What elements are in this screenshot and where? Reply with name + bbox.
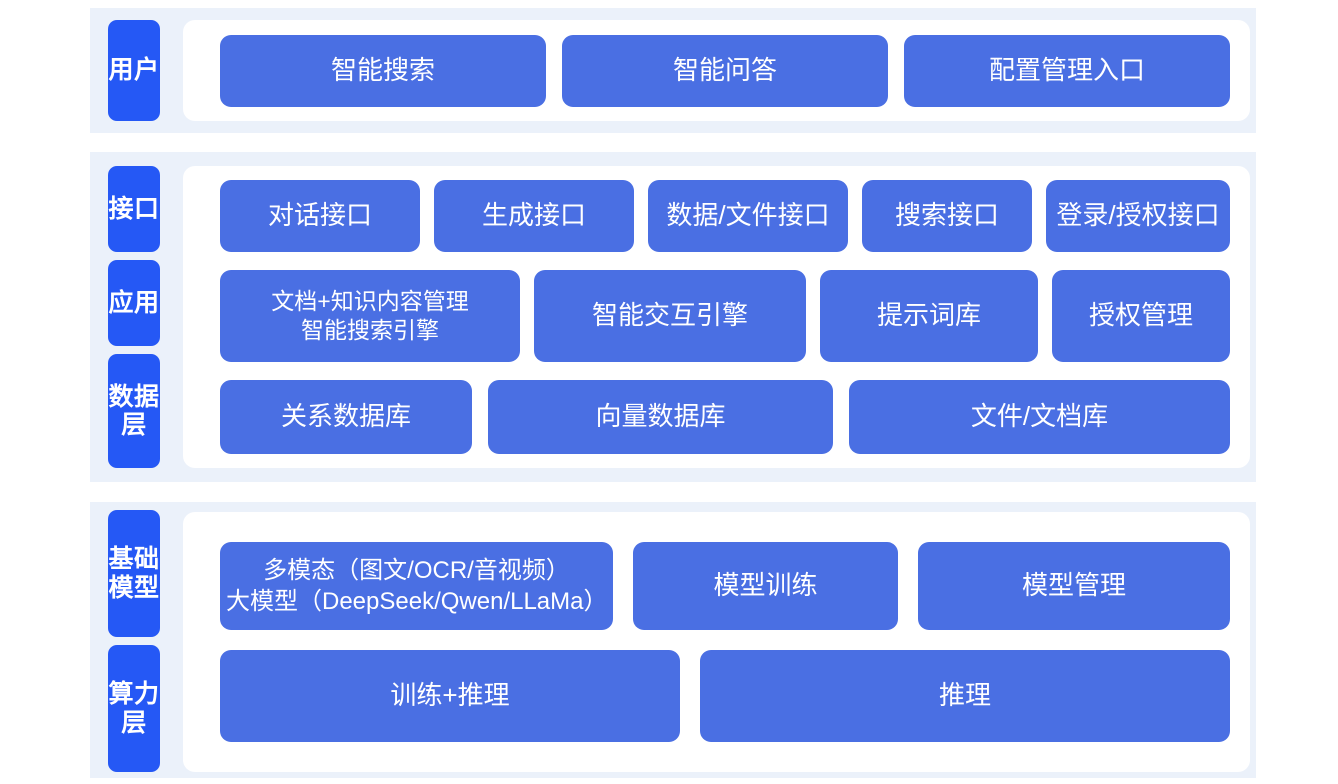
layer-tab-user[interactable]: 用户 bbox=[108, 20, 160, 121]
section-bottom-rail: 基础模型 算力层 bbox=[90, 502, 183, 778]
box-data-file-api[interactable]: 数据/文件接口 bbox=[648, 180, 848, 252]
compute-row: 训练+推理 推理 bbox=[183, 650, 1250, 742]
model-row: 多模态（图文/OCR/音视频） 大模型（DeepSeek/Qwen/LLaMa）… bbox=[183, 542, 1250, 630]
layer-tab-compute[interactable]: 算力层 bbox=[108, 645, 160, 772]
section-middle: 接口 应用 数据层 对话接口 生成接口 数据/文件接口 搜索接口 登录/授权接口… bbox=[90, 152, 1256, 482]
box-file-document-store[interactable]: 文件/文档库 bbox=[849, 380, 1230, 454]
box-config-management-entry[interactable]: 配置管理入口 bbox=[904, 34, 1230, 107]
layer-tab-interface[interactable]: 接口 bbox=[108, 166, 160, 252]
box-inference[interactable]: 推理 bbox=[700, 650, 1230, 742]
box-authorization-management[interactable]: 授权管理 bbox=[1052, 270, 1230, 362]
interface-row: 对话接口 生成接口 数据/文件接口 搜索接口 登录/授权接口 bbox=[183, 180, 1250, 252]
box-search-api[interactable]: 搜索接口 bbox=[862, 180, 1032, 252]
layer-tab-application[interactable]: 应用 bbox=[108, 259, 160, 346]
section-user-rail: 用户 bbox=[90, 8, 183, 133]
box-model-training[interactable]: 模型训练 bbox=[633, 542, 898, 630]
box-prompt-library[interactable]: 提示词库 bbox=[820, 270, 1038, 362]
box-document-knowledge-management[interactable]: 文档+知识内容管理 智能搜索引擎 bbox=[220, 270, 520, 362]
section-user-card: 智能搜索 智能问答 配置管理入口 bbox=[183, 20, 1250, 121]
layer-tab-data[interactable]: 数据层 bbox=[108, 353, 160, 469]
box-relational-database[interactable]: 关系数据库 bbox=[220, 380, 472, 454]
section-bottom: 基础模型 算力层 多模态（图文/OCR/音视频） 大模型（DeepSeek/Qw… bbox=[90, 502, 1256, 778]
box-training-and-inference[interactable]: 训练+推理 bbox=[220, 650, 680, 742]
box-dialog-api[interactable]: 对话接口 bbox=[220, 180, 420, 252]
section-bottom-card: 多模态（图文/OCR/音视频） 大模型（DeepSeek/Qwen/LLaMa）… bbox=[183, 512, 1250, 772]
box-multimodal-large-model[interactable]: 多模态（图文/OCR/音视频） 大模型（DeepSeek/Qwen/LLaMa） bbox=[220, 542, 613, 630]
box-login-auth-api[interactable]: 登录/授权接口 bbox=[1046, 180, 1230, 252]
box-intelligent-qa[interactable]: 智能问答 bbox=[562, 34, 888, 107]
section-middle-rail: 接口 应用 数据层 bbox=[90, 152, 183, 482]
box-intelligent-search[interactable]: 智能搜索 bbox=[220, 34, 546, 107]
application-row: 文档+知识内容管理 智能搜索引擎 智能交互引擎 提示词库 授权管理 bbox=[183, 270, 1250, 362]
box-generation-api[interactable]: 生成接口 bbox=[434, 180, 634, 252]
section-middle-card: 对话接口 生成接口 数据/文件接口 搜索接口 登录/授权接口 文档+知识内容管理… bbox=[183, 166, 1250, 468]
box-intelligent-interaction-engine[interactable]: 智能交互引擎 bbox=[534, 270, 806, 362]
user-row: 智能搜索 智能问答 配置管理入口 bbox=[183, 34, 1250, 107]
box-vector-database[interactable]: 向量数据库 bbox=[488, 380, 833, 454]
data-row: 关系数据库 向量数据库 文件/文档库 bbox=[183, 380, 1250, 454]
box-model-management[interactable]: 模型管理 bbox=[918, 542, 1230, 630]
section-user: 用户 智能搜索 智能问答 配置管理入口 bbox=[90, 8, 1256, 133]
layer-tab-foundation-model[interactable]: 基础模型 bbox=[108, 510, 160, 637]
